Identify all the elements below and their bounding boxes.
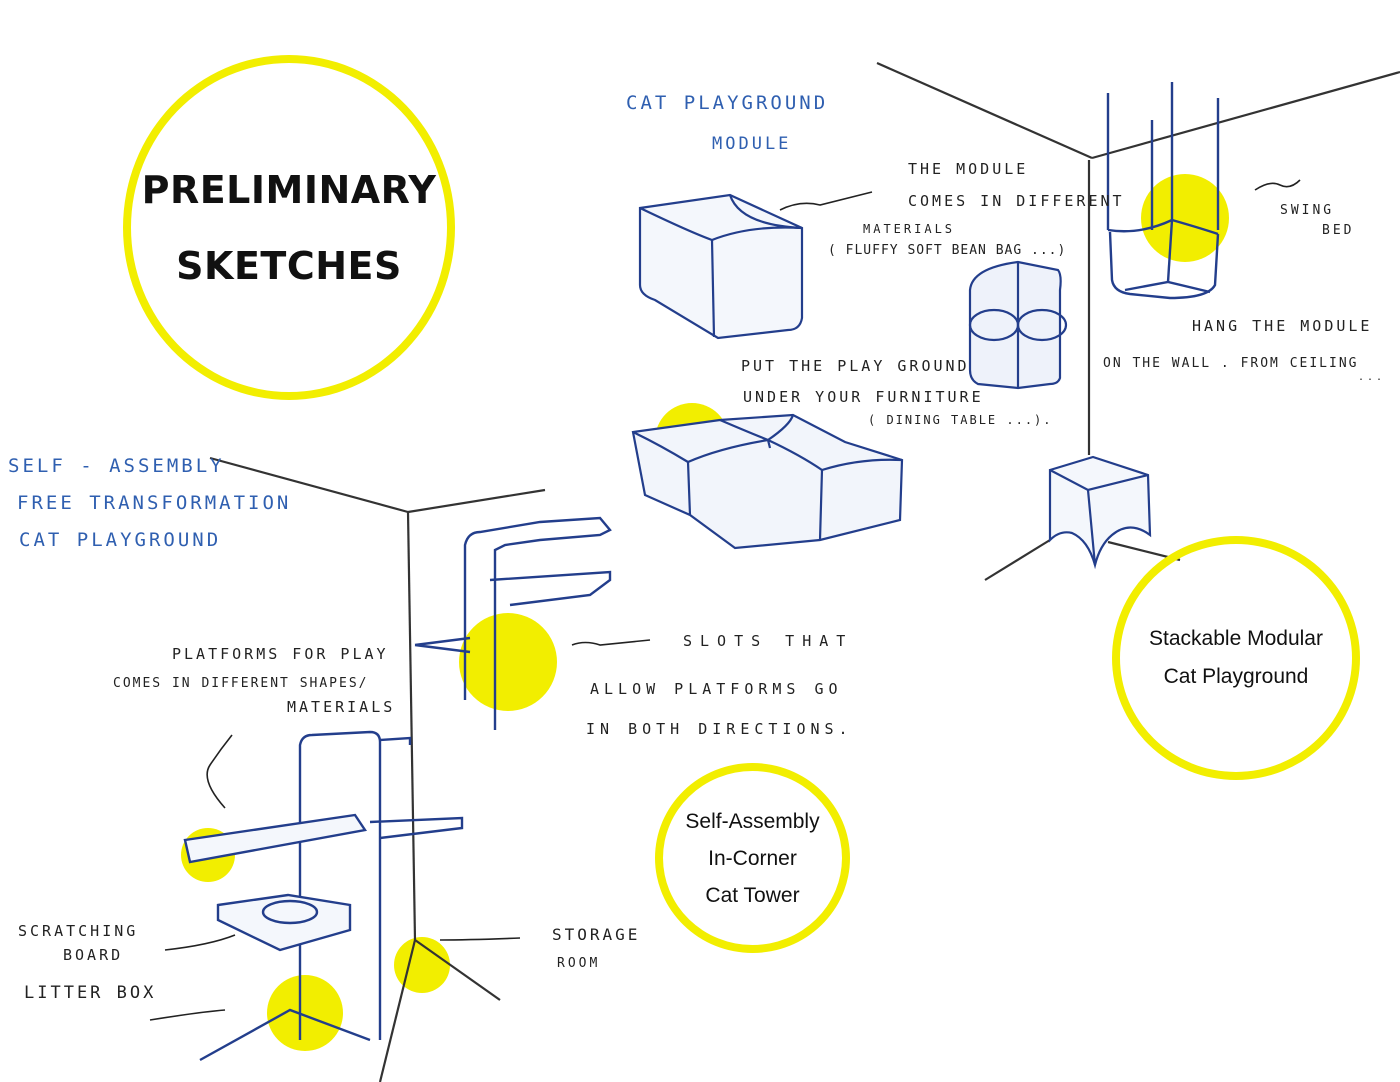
tower-heading-line-3: CAT PLAYGROUND — [19, 529, 222, 551]
hang-note-line-3: ... — [1358, 372, 1386, 383]
modular-label-circle: Stackable Modular Cat Playground — [1112, 536, 1360, 780]
materials-note-line-2: COMES IN DIFFERENT — [908, 192, 1125, 210]
modular-label-line-2: Cat Playground — [1163, 665, 1309, 688]
arrow-litter — [149, 1009, 226, 1021]
swing-bed-sketch — [1106, 82, 1220, 300]
arrow-storage — [439, 937, 521, 941]
slots-note-line-3: IN BOTH DIRECTIONS. — [586, 720, 853, 738]
furniture-note-line-2: UNDER YOUR FURNITURE — [743, 388, 984, 406]
arrow-materials — [779, 191, 873, 211]
furniture-note-line-1: PUT THE PLAY GROUND — [741, 357, 970, 375]
tower-heading-line-2: FREE TRANSFORMATION — [17, 492, 292, 514]
litter-box-label: LITTER BOX — [24, 983, 157, 1003]
scratching-board-line-1: SCRATCHING — [18, 922, 139, 940]
highlight-dot-swing-bed — [1141, 174, 1229, 262]
title-circle: PRELIMINARY SKETCHES — [123, 55, 455, 400]
platforms-note-line-2: COMES IN DIFFERENT SHAPES/ — [113, 676, 369, 691]
scratching-board-line-2: BOARD — [63, 946, 124, 964]
arrow-slots — [571, 639, 651, 646]
slots-note-line-2: ALLOW PLATFORMS GO — [590, 680, 843, 698]
tower-heading-line-1: SELF - ASSEMBLY — [8, 455, 225, 477]
highlight-dot-storage — [394, 937, 450, 993]
tower-label-circle: Self-Assembly In-Corner Cat Tower — [655, 763, 850, 953]
arrow-swing-bed — [1254, 179, 1301, 191]
swing-bed-line-2: BED — [1322, 223, 1355, 238]
materials-note-line-1: THE MODULE — [908, 160, 1029, 178]
highlight-dot-litter — [267, 975, 343, 1051]
room-corner-left — [209, 456, 546, 1082]
tower-label-line-1: Self-Assembly — [685, 809, 820, 833]
floor-module-sketch — [1048, 455, 1152, 570]
wall-module-sketch — [968, 260, 1068, 390]
cube-module-sketch — [638, 193, 804, 340]
hang-note-line-2: ON THE WALL . FROM CEILING — [1103, 356, 1359, 371]
tower-label-line-2: In-Corner — [708, 846, 797, 870]
title-line-1: PRELIMINARY — [141, 167, 437, 212]
module-heading-line-1: CAT PLAYGROUND — [626, 92, 829, 114]
module-heading-line-2: MODULE — [712, 134, 792, 154]
materials-note-line-3: MATERIALS — [863, 222, 956, 236]
arrow-scratching — [164, 934, 236, 951]
materials-note-line-4: ( FLUFFY SOFT BEAN BAG ...) — [828, 243, 1067, 258]
cat-tower-sketch — [183, 516, 612, 1062]
storage-room-line-2: ROOM — [557, 956, 601, 971]
modular-label-line-1: Stackable Modular — [1149, 627, 1323, 650]
highlight-dot-slots — [459, 613, 557, 711]
furniture-note-line-3: ( DINING TABLE ...). — [868, 413, 1053, 427]
swing-bed-line-1: SWING — [1280, 203, 1335, 218]
title-line-2: SKETCHES — [176, 243, 402, 288]
hang-note-line-1: HANG THE MODULE — [1192, 317, 1373, 335]
storage-room-line-1: STORAGE — [552, 925, 641, 944]
stacked-modules-sketch — [631, 413, 904, 550]
room-corner-right — [876, 61, 1400, 581]
platforms-note-line-1: PLATFORMS FOR PLAY — [172, 645, 389, 663]
tower-label-line-3: Cat Tower — [705, 883, 800, 907]
platforms-note-line-3: MATERIALS — [287, 698, 396, 716]
annotation-arrows — [149, 179, 1301, 1021]
arrow-platforms — [206, 734, 233, 809]
slots-note-line-1: SLOTS THAT — [683, 632, 854, 650]
